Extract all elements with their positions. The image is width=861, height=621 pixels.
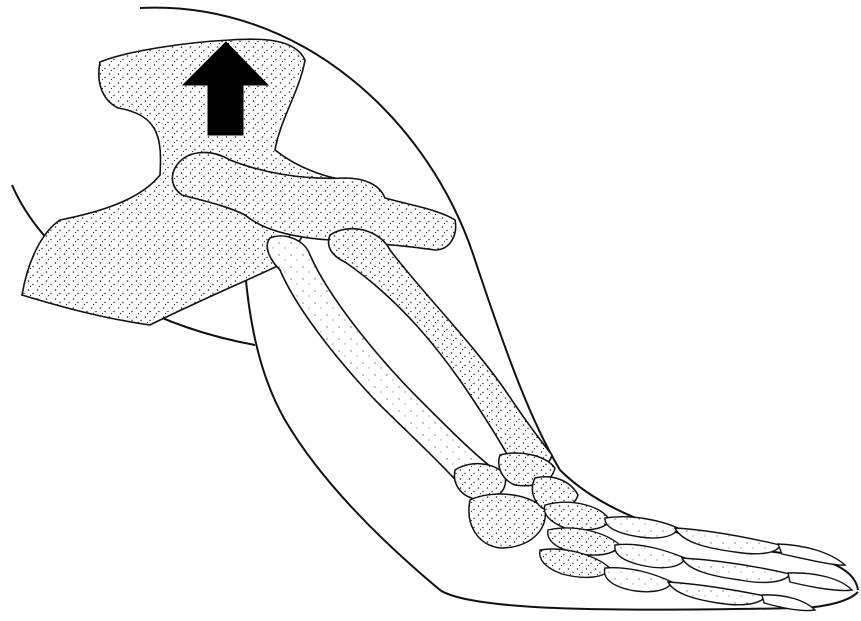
metacarpal-1	[544, 502, 610, 530]
carpal-3	[469, 494, 545, 548]
phalanx-3b	[668, 582, 765, 605]
phalanx-3a	[604, 568, 672, 592]
phalanx-1a	[605, 517, 678, 538]
phalanx-2a	[615, 544, 685, 567]
claw-2	[788, 573, 852, 591]
claw-1	[778, 544, 845, 565]
phalanx-2b	[682, 558, 790, 582]
phalanx-1b	[675, 528, 780, 554]
